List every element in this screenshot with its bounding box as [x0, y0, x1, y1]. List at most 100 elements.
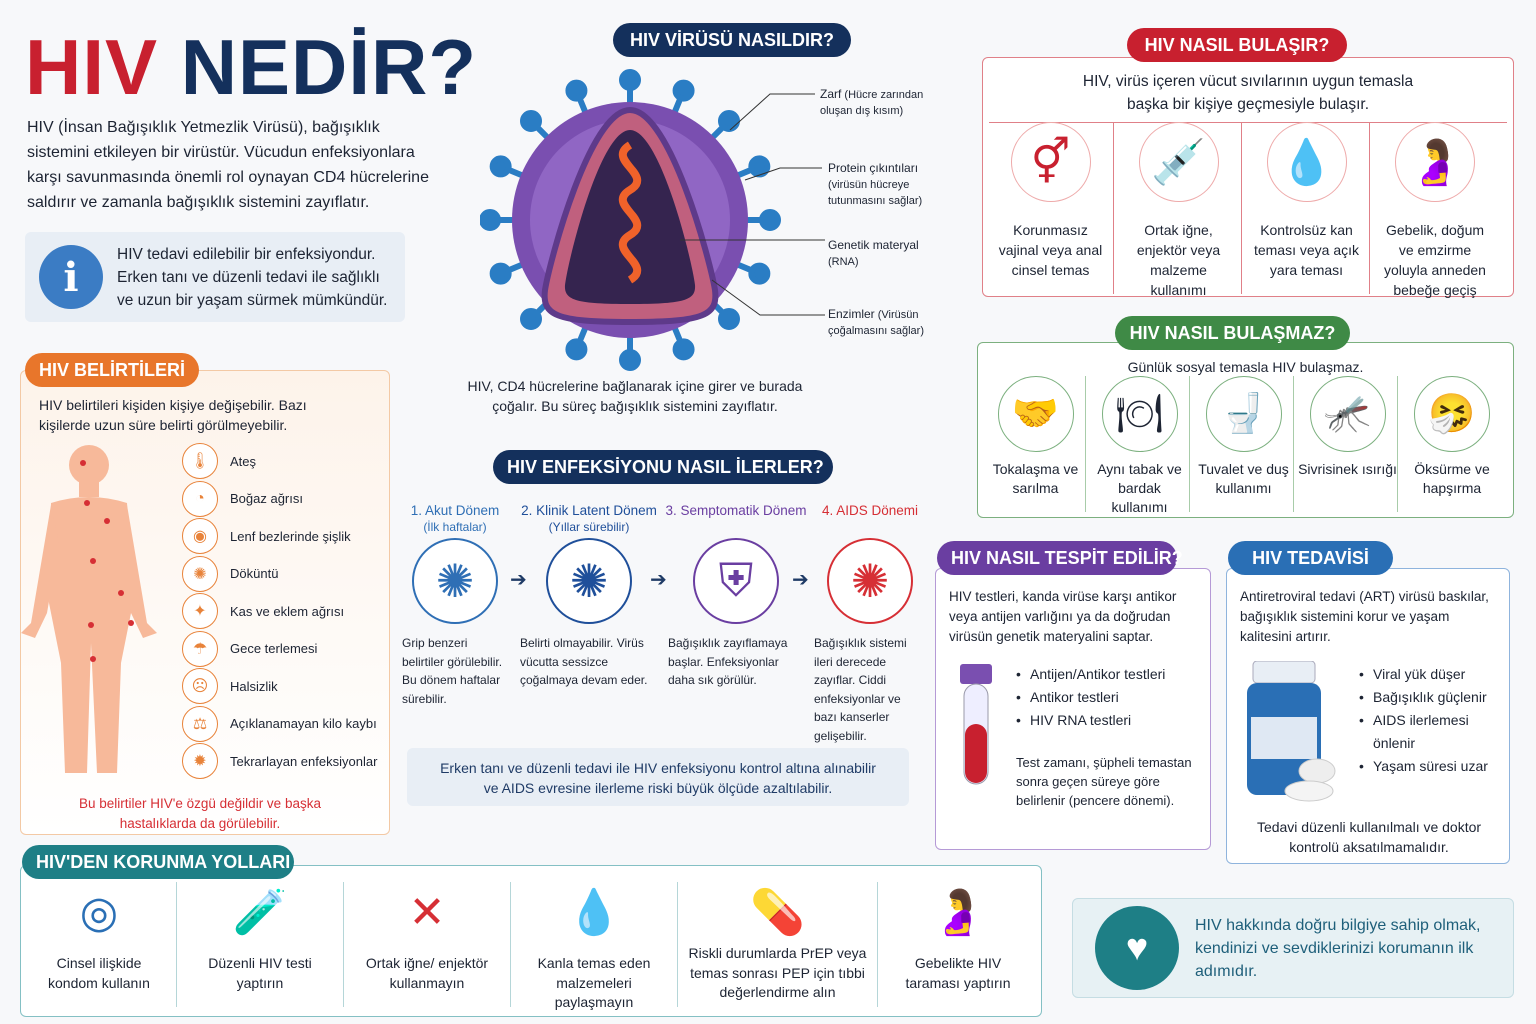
intro-text: HIV (İnsan Bağışıklık Yetmezlik Virüsü),… — [27, 119, 429, 211]
symptom-label: Gece terlemesi — [230, 641, 318, 656]
prevention-item: 🧪 Düzenli HIV testi yaptırın — [177, 882, 344, 1007]
symptom-item: ◉ Lenf bezlerinde şişlik — [182, 518, 351, 554]
stage-icon: ⛨ — [693, 538, 779, 624]
virus-label: Zarf (Hücre zarından oluşan dış kısım) — [820, 86, 930, 119]
fatigue-icon: ☹ — [182, 668, 218, 704]
prevention-header: HIV'DEN KORUNMA YOLLARI — [22, 845, 294, 879]
test-type: Antijen/Antikor testleri — [1016, 663, 1165, 686]
transmission-label: Ortak iğne, enjektör veya malzeme kullan… — [1136, 222, 1221, 298]
symptom-label: Açıklanamayan kilo kaybı — [230, 716, 377, 731]
stage-description: Grip benzeri belirtiler görülebilir. Bu … — [402, 636, 503, 706]
virus-label: Enzimler (Virüsün çoğalmasını sağlar) — [828, 306, 938, 339]
treatment-intro: Antiretroviral tedavi (ART) virüsü baskı… — [1240, 589, 1489, 644]
title-hiv: HIV — [25, 23, 159, 111]
info-icon: i — [39, 245, 103, 309]
prevention-item: ✕ Ortak iğne/ enjektör kullanmayın — [344, 882, 511, 1007]
virus-label: Genetik materyal (RNA) — [828, 237, 938, 270]
non-transmission-label: Öksürme ve hapşırma — [1414, 461, 1490, 496]
pregnant-icon: 🤰 — [1395, 122, 1475, 202]
testing-intro: HIV testleri, kanda virüse karşı antikor… — [949, 589, 1177, 644]
hiv-virus-illustration — [480, 69, 825, 371]
virus-label-desc: (Virüsün çoğalmasını sağlar) — [828, 309, 924, 337]
germ-icon: ✹ — [182, 743, 218, 779]
virus-label-title: Genetik materyal — [828, 238, 919, 252]
syringe-icon: 💉 — [1138, 122, 1219, 202]
progression-header: HIV ENFEKSİYONU NASIL İLERLER? — [493, 450, 833, 484]
virus-label-title: Zarf — [820, 87, 842, 101]
stage-description: Belirti olmayabilir. Virüs vücutta sessi… — [520, 636, 648, 687]
symptom-item: ✹ Tekrarlayan enfeksiyonlar — [182, 743, 377, 779]
non-transmission-item: 🚽 Tuvalet ve duş kullanımı — [1194, 376, 1294, 512]
virus-label-desc: (virüsün hücreye tutunmasını sağlar) — [828, 179, 923, 207]
stage-subtitle: (İlk haftalar) — [423, 520, 487, 534]
transmission-label: Kontrolsüz kan teması veya açık yara tem… — [1253, 222, 1360, 278]
toilet-icon: 🚽 — [1205, 376, 1282, 452]
virus-label-desc: (Hücre zarından oluşan dış kısım) — [820, 89, 924, 117]
treatment-benefit: AIDS ilerlemesi önlenir — [1359, 709, 1504, 755]
prevention-label: Riskli durumlarda PrEP veya temas sonras… — [688, 945, 867, 1000]
virus-label: Protein çıkıntıları (virüsün hücreye tut… — [828, 160, 938, 209]
symptom-item: 🌡Ateş — [182, 443, 256, 479]
testing-section: HIV testleri, kanda virüse karşı antikor… — [935, 568, 1211, 850]
symptoms-intro: HIV belirtileri kişiden kişiye değişebil… — [39, 397, 307, 433]
heart-hands-icon: ♥ — [1095, 906, 1179, 990]
non-transmission-label: Aynı tabak ve bardak kullanımı — [1097, 461, 1182, 515]
symptom-label: Halsizlik — [230, 678, 278, 694]
test-type: Antikor testleri — [1016, 686, 1165, 709]
prevention-item: 🤰 Gebelikte HIV taraması yaptırın — [878, 882, 1038, 1007]
non-transmission-item: 🦟 Sivrisinek ısırığı — [1298, 376, 1398, 512]
symptom-item: ⚖ Açıklanamayan kilo kaybı — [182, 705, 377, 742]
handshake-icon: 🤝 — [997, 376, 1074, 452]
arrow-right-icon: ➔ — [650, 569, 667, 591]
transmission-intro: HIV, virüs içeren vücut sıvılarının uygu… — [1082, 73, 1414, 113]
non-transmission-label: Tokalaşma ve sarılma — [992, 461, 1079, 496]
symptoms-note: Bu belirtiler HIV'e özgü değildir ve baş… — [79, 796, 321, 831]
scale-icon: ⚖ — [182, 705, 218, 742]
prevention-item: 💧 Kanla temas eden malzemeleri paylaşmay… — [511, 882, 678, 1010]
blood-drop-icon: 💧 — [566, 888, 622, 937]
progression-note: Erken tanı ve düzenli tedavi ile HIV enf… — [407, 748, 909, 806]
blood-drop-icon: 💧 — [1266, 122, 1347, 202]
prevention-label: Düzenli HIV testi yaptırın — [208, 955, 312, 991]
test-type: HIV RNA testleri — [1016, 709, 1165, 732]
cough-icon: 🤧 — [1414, 376, 1490, 452]
transmission-label: Gebelik, doğum ve emzirme yoluyla annede… — [1384, 222, 1486, 298]
symptom-label: Kas ve eklem ağrısı — [230, 603, 345, 619]
non-transmission-intro: Günlük sosyal temasla HIV bulaşmaz. — [1127, 359, 1364, 375]
stage-icon: ✺ — [546, 538, 632, 624]
treatment-note: Tedavi düzenli kullanılmalı ve doktor ko… — [1256, 819, 1482, 855]
symptom-label: Ateş — [230, 453, 257, 469]
stage-description: Bağışıklık zayıflamaya başlar. Enfeksiyo… — [668, 636, 788, 687]
closing-box: ♥ HIV hakkında doğru bilgiye sahip olmak… — [1072, 898, 1514, 998]
prevention-label: Gebelikte HIV taraması yaptırın — [905, 955, 1011, 991]
transmission-item: 💧 Kontrolsüz kan teması veya açık yara t… — [1244, 122, 1370, 294]
stage-title: 3. Semptomatik Dönem — [665, 503, 807, 518]
treatment-header: HIV TEDAVİSİ — [1228, 541, 1393, 575]
prevention-item: 💊 Riskli durumlarda PrEP veya temas sonr… — [678, 882, 878, 1007]
virus-label-desc: (RNA) — [828, 256, 859, 268]
prevention-label: Ortak iğne/ enjektör kullanmayın — [365, 955, 489, 991]
lymph-icon: ◉ — [182, 518, 218, 554]
prevention-label: Cinsel ilişkide kondom kullanın — [48, 955, 150, 991]
arrow-right-icon: ➔ — [792, 569, 809, 591]
medicine-bottle-icon — [1247, 661, 1336, 802]
stage-subtitle: (Yıllar sürebilir) — [548, 520, 630, 534]
symptom-label: Lenf bezlerinde şişlik — [230, 528, 351, 544]
throat-icon: ◔ — [182, 480, 218, 517]
condom-icon: ◎ — [79, 888, 119, 937]
stage-title: 4. AIDS Dönemi — [821, 503, 919, 518]
symptom-label: Tekrarlayan enfeksiyonlar — [230, 753, 378, 769]
symptom-item: ☂ Gece terlemesi — [182, 630, 318, 667]
arrow-right-icon: ➔ — [510, 569, 527, 591]
symptom-item: ✦Kas ve eklem ağrısı — [182, 593, 344, 629]
treatment-benefit: Yaşam süresi uzar — [1359, 755, 1504, 778]
prevention-section — [20, 865, 1042, 1017]
transmission-header: HIV NASIL BULAŞIR? — [1127, 28, 1347, 62]
symptom-label: Boğaz ağrısı — [230, 491, 303, 506]
non-transmission-item: 🍽 Aynı tabak ve bardak kullanımı — [1090, 376, 1190, 515]
sweat-icon: ☂ — [182, 630, 218, 667]
non-transmission-header: HIV NASIL BULAŞMAZ? — [1115, 316, 1350, 350]
page-title: HIV NEDİR? — [25, 22, 477, 113]
transmission-label: Korunmasız vajinal veya anal cinsel tema… — [998, 222, 1103, 278]
info-text: HIV tedavi edilebilir bir enfeksiyondur.… — [117, 245, 388, 309]
